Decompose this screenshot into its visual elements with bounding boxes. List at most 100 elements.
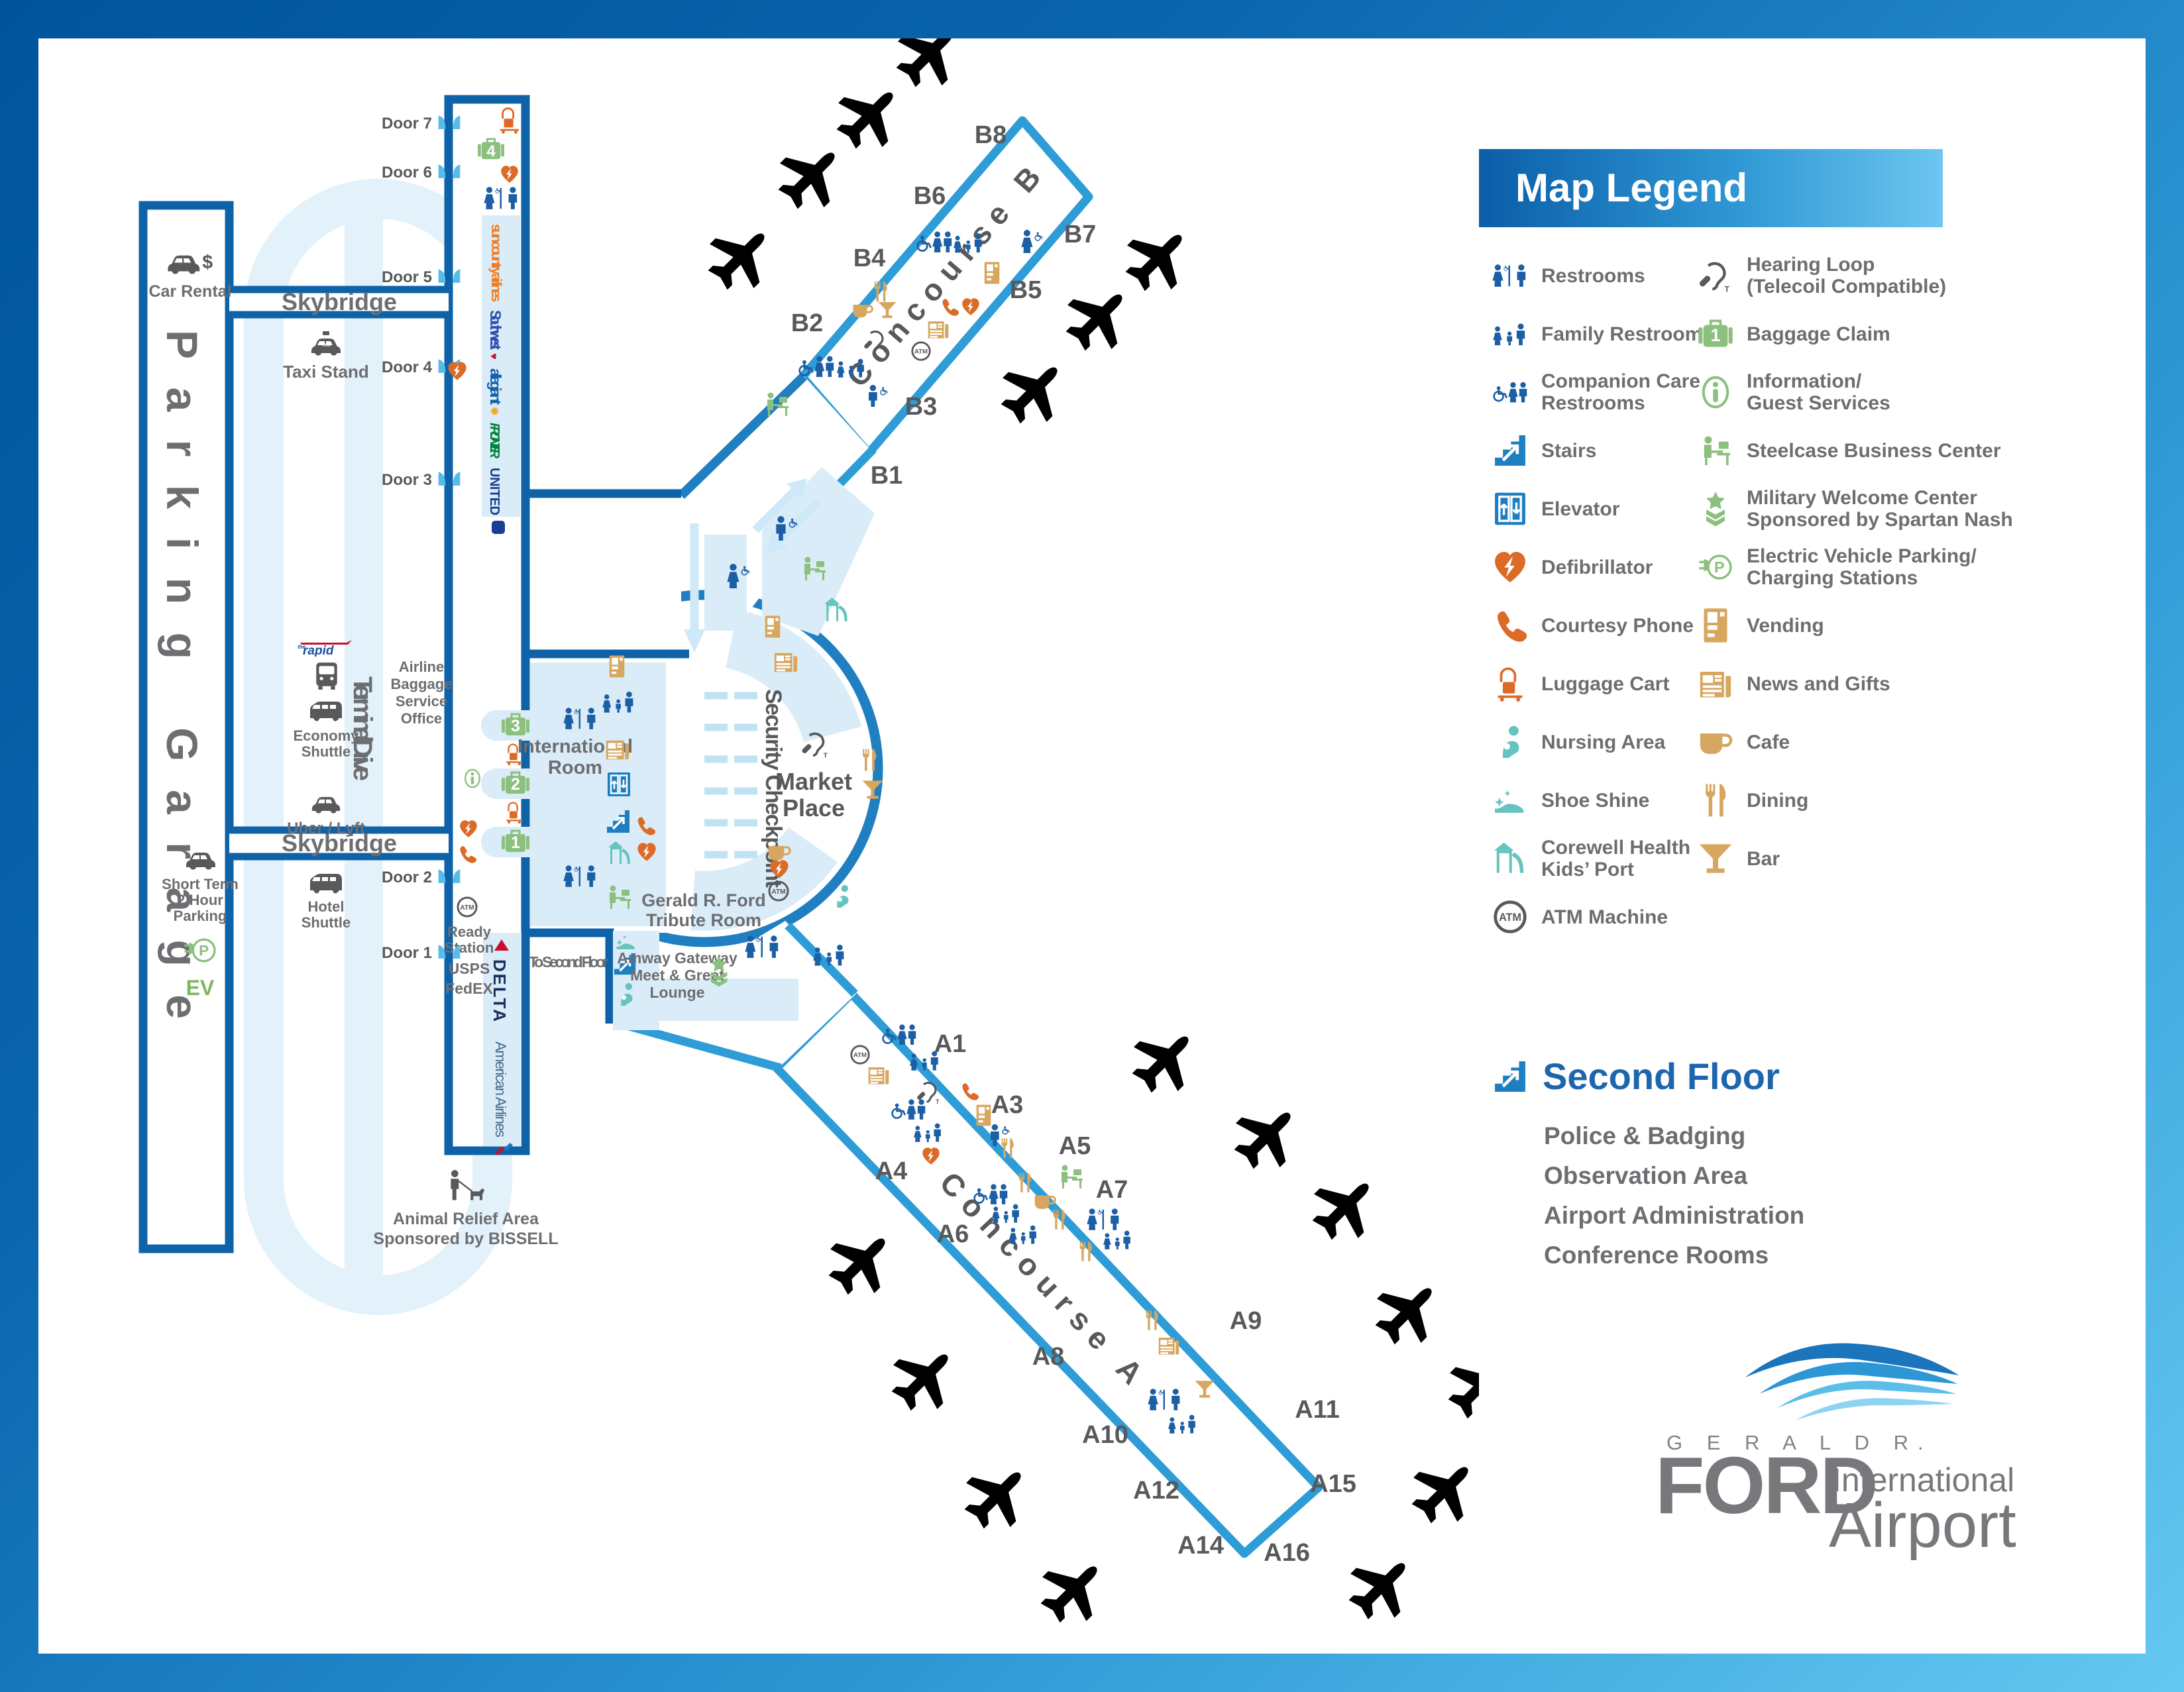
legend-label: Guest Services	[1747, 392, 1890, 414]
business-center-icon	[1062, 1165, 1083, 1189]
international-room-label: Room	[548, 757, 602, 778]
vending-icon	[609, 655, 625, 678]
legend-label: ATM Machine	[1541, 906, 1668, 928]
family-restroom-icon	[1103, 1231, 1130, 1249]
airplane-icon	[816, 1217, 906, 1308]
uber-lyft-label: Uber / Lyft	[287, 820, 365, 837]
ready-station-label: Ready	[447, 924, 492, 940]
southwest-heart-icon: ♥	[488, 353, 499, 360]
dining-icon	[1698, 782, 1733, 818]
american-airlines-wordmark: American Airlines	[492, 1041, 509, 1137]
baggage-office-label: Airline	[399, 659, 444, 675]
baggage-claim-number: 4	[486, 142, 496, 160]
gate-label: A9	[1230, 1307, 1262, 1335]
logo-airport: Airport	[1829, 1490, 2016, 1561]
walkway-zone	[762, 467, 875, 636]
united-logo: UNITED	[487, 468, 502, 515]
airplane-icon	[1028, 1545, 1119, 1636]
legend-item: Vending	[1698, 596, 2095, 655]
amway-lounge-label: Lounge	[649, 984, 704, 1001]
airplane-icon	[1399, 1446, 1479, 1536]
door-label: Door 4	[382, 358, 433, 376]
legend-label: Electric Vehicle Parking/	[1747, 545, 1977, 567]
market-place-label: Market	[775, 768, 852, 795]
legend-label: Sponsored by Spartan Nash	[1747, 509, 2013, 531]
second-floor-item: Conference Rooms	[1544, 1242, 1769, 1269]
airplane-icon	[695, 212, 786, 303]
airplane-icon	[765, 131, 856, 222]
gate-label: A1	[934, 1030, 967, 1058]
short-term-label: Parking	[174, 908, 227, 924]
courtesy-phone-icon	[1492, 608, 1528, 643]
corridor-b-edge	[678, 372, 807, 500]
defibrillator-icon	[1492, 549, 1528, 585]
gate-label: B7	[1064, 221, 1097, 248]
door-label: Door 7	[382, 115, 432, 132]
amway-lounge-label: Meet & Greet	[630, 967, 724, 984]
courtesy-phone-icon	[962, 1083, 979, 1100]
legend-item: Elevator	[1492, 480, 1711, 538]
door-label: Door 1	[382, 944, 432, 962]
airline-counter-band	[483, 933, 521, 1146]
shoe-shine-icon	[1492, 782, 1528, 818]
airport-terminal-map: Skybridge Skybridge Car Rental Parking G…	[138, 38, 1479, 1636]
baggage-claim-number: 1	[511, 833, 520, 852]
allegiant-sun-icon: ✹	[488, 406, 501, 416]
gate-label: A7	[1096, 1176, 1128, 1204]
walkway-band	[690, 827, 838, 931]
tribute-room-label: Gerald R. Ford	[641, 890, 766, 910]
legend-item: News and Gifts	[1698, 655, 2095, 713]
airplane-icon	[988, 346, 1079, 437]
legend-label: Restrooms	[1541, 392, 1645, 414]
legend-item: Electric Vehicle Parking/Charging Statio…	[1698, 538, 2095, 596]
ev-icon	[1698, 549, 1733, 585]
legend-item: Information/Guest Services	[1698, 363, 2095, 421]
legend-label: (Telecoil Compatible)	[1747, 276, 1947, 297]
legend-label: Family Restroom	[1541, 323, 1703, 345]
restrooms-icon	[563, 708, 595, 729]
legend-label: Baggage Claim	[1747, 323, 1890, 345]
delta-wordmark: DELTA	[490, 959, 510, 1026]
family-restroom-icon	[1492, 316, 1528, 352]
legend-item: Defibrillator	[1492, 538, 1711, 596]
legend-item: ATM Machine	[1492, 888, 1711, 946]
hotel-shuttle-label: Hotel	[308, 898, 345, 915]
restrooms-icon	[563, 865, 595, 887]
legend-label: Dining	[1747, 789, 1809, 812]
hall-lower	[525, 933, 610, 1151]
restrooms-icon	[745, 935, 778, 958]
legend-label: News and Gifts	[1747, 672, 1890, 695]
united-globe-icon	[492, 521, 505, 534]
second-floor-item: Observation Area	[1544, 1162, 1748, 1189]
taxi-icon	[311, 331, 341, 356]
airplane-icon	[879, 1333, 969, 1424]
logo-ford: FORD	[1655, 1440, 1879, 1530]
gate-label: A8	[1032, 1343, 1065, 1371]
cafe-icon	[1698, 724, 1733, 760]
logo-gerald-r: G E R A L D R.	[1666, 1431, 1933, 1454]
gate-label: A15	[1310, 1470, 1356, 1498]
elevator-icon	[1492, 491, 1528, 527]
gate-label: B8	[975, 121, 1007, 149]
skybridge-label: Skybridge	[282, 829, 397, 857]
legend-header: Map Legend	[1479, 149, 1943, 227]
walkway-band	[726, 609, 861, 742]
tribute-room-label: Tribute Room	[646, 910, 761, 930]
stairs-icon	[1492, 1059, 1528, 1094]
gate-label: A4	[875, 1157, 908, 1185]
legend-item: Stairs	[1492, 421, 1711, 480]
hall-upper	[525, 494, 681, 654]
airplane-icon	[1221, 1091, 1312, 1182]
allegiant-logo: allegiant	[487, 368, 504, 405]
sun-country-logo: sun country airlines	[488, 224, 504, 302]
kids-port-icon	[824, 598, 847, 621]
the-rapid-logo	[298, 640, 352, 657]
nursing-area-icon	[1492, 724, 1528, 760]
gate-label: A10	[1082, 1421, 1128, 1449]
kids-port-icon	[1492, 841, 1528, 876]
terminal-drive-label: Terminal Drive	[348, 676, 377, 781]
